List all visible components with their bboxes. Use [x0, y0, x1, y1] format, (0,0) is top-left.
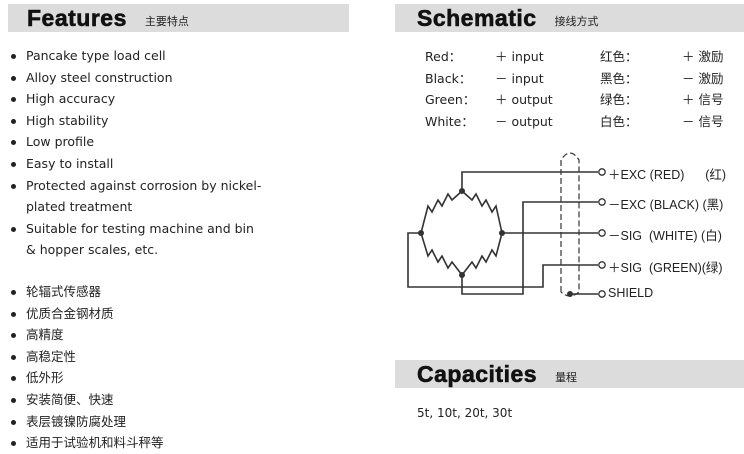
list-item: Pancake type load cell	[8, 45, 261, 67]
schematic-subtitle: 接线方式	[554, 15, 599, 28]
red-wire	[461, 171, 598, 191]
list-item: 低外形	[8, 367, 164, 389]
list-item: Easy to install	[8, 153, 261, 175]
terminal-label-sig-minus: －SIG (WHITE) (白)	[608, 229, 722, 243]
bridge-resistors	[420, 190, 503, 276]
list-item: & hopper scales, etc.	[26, 242, 159, 258]
list-item: 高精度	[8, 324, 164, 346]
list-item: Suitable for testing machine and bin	[8, 218, 261, 240]
list-item: High accuracy	[8, 88, 261, 110]
list-item: 高稳定性	[8, 346, 164, 368]
terminal-label-shield: SHIELD	[608, 286, 654, 300]
features-title: Features	[27, 4, 127, 31]
shield-line	[560, 152, 580, 297]
list-item: Low profile	[8, 131, 261, 153]
black-wire	[461, 201, 598, 295]
features-subtitle: 主要特点	[144, 15, 189, 28]
terminal-label-sig-plus: ＋SIG (GREEN)(绿)	[608, 261, 723, 275]
schematic-title: Schematic	[417, 4, 537, 31]
features-header: Features 主要特点	[8, 4, 349, 32]
terminal-icons	[598, 168, 606, 298]
list-item: plated treatment	[26, 199, 133, 215]
features-list-cn: 轮辐式传感器 优质合金钢材质 高精度 高稳定性 低外形 安装简便、快速 表层镀镍…	[8, 281, 164, 454]
left-wire	[407, 232, 598, 288]
list-item: 安装简便、快速	[8, 389, 164, 411]
terminal-label-exc-minus: －EXC (BLACK) (黑)	[608, 198, 724, 212]
list-item: 表层镀镍防腐处理	[8, 411, 164, 433]
list-item: 适用于试验机和料斗秤等	[8, 432, 164, 454]
terminal-label-exc-plus: ＋EXC (RED) (红)	[608, 168, 727, 182]
list-item: Alloy steel construction	[8, 67, 261, 89]
capacities-header: Capacities 量程	[395, 360, 744, 388]
list-item: High stability	[8, 110, 261, 132]
capacities-title: Capacities	[417, 360, 538, 387]
list-item: Protected against corrosion by nickel-	[8, 175, 261, 197]
schematic-header: Schematic 接线方式	[395, 4, 744, 32]
list-item: 轮辐式传感器	[8, 281, 164, 303]
capacities-values: 5t, 10t, 20t, 30t	[417, 406, 513, 420]
list-item: 优质合金钢材质	[8, 303, 164, 325]
capacities-subtitle: 量程	[555, 371, 578, 384]
features-list-en: Pancake type load cell Alloy steel const…	[8, 45, 261, 261]
